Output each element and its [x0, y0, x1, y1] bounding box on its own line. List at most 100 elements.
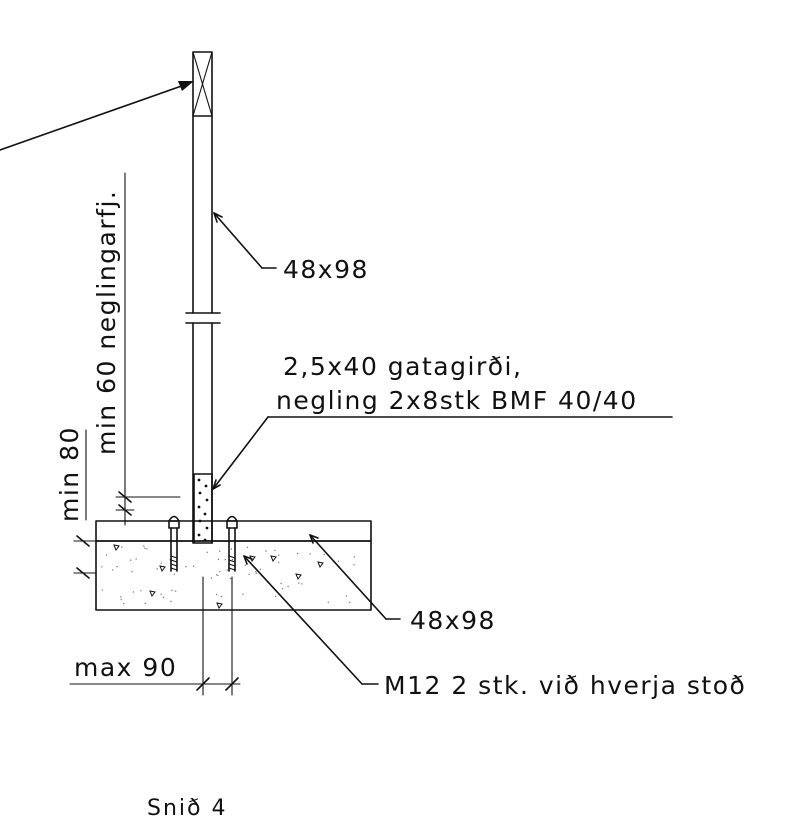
concrete-speck	[278, 561, 280, 563]
concrete-speck	[248, 573, 250, 575]
concrete-speck	[143, 545, 145, 547]
concrete-speck	[353, 564, 355, 566]
concrete-speck	[131, 571, 133, 573]
concrete-aggregate	[317, 561, 324, 569]
concrete-speck	[105, 554, 108, 556]
sill-size-label: 48x98	[410, 606, 496, 635]
concrete-speck	[323, 553, 325, 556]
concrete-speck	[121, 546, 123, 548]
concrete-speck	[146, 548, 148, 550]
concrete-speck	[132, 591, 134, 593]
hanger-leader	[212, 416, 673, 490]
concrete-speck	[156, 568, 158, 570]
plate-dot	[197, 533, 201, 537]
concrete-speck	[230, 548, 233, 550]
bolt-note-label: M12 2 stk. við hverja stoð	[384, 671, 746, 700]
concrete-speck	[301, 583, 303, 585]
concrete-speck	[349, 601, 351, 603]
concrete-speck	[120, 596, 122, 598]
concrete-speck	[274, 595, 277, 598]
dim-ticks-sill	[73, 491, 181, 579]
plate-dot	[197, 505, 201, 509]
concrete-speck	[220, 595, 223, 598]
concrete-aggregate	[113, 544, 120, 552]
concrete-speck	[173, 573, 176, 575]
concrete-speck	[144, 602, 146, 604]
concrete-speck	[229, 577, 232, 580]
concrete-speck	[130, 559, 132, 561]
concrete-speck	[210, 577, 213, 579]
concrete-speck	[345, 595, 348, 597]
wooden-post	[185, 51, 221, 544]
concrete-speck	[259, 568, 262, 570]
concrete-speck	[244, 564, 247, 566]
concrete-speck	[242, 593, 244, 595]
concrete-speck	[226, 569, 228, 571]
dim-max90-label: max 90	[74, 653, 177, 682]
concrete-speck	[192, 565, 195, 567]
plate-dot	[205, 526, 209, 530]
nailing-plate	[193, 473, 213, 544]
plate-dot	[197, 478, 201, 482]
anchor-bolt-left	[167, 515, 181, 572]
hanger-label-line1: 2,5x40 gatagirði,	[283, 352, 522, 381]
dim-max90	[69, 576, 241, 696]
concrete-speck	[101, 566, 103, 568]
section-caption: Snið 4	[147, 796, 227, 821]
concrete-speck	[160, 593, 162, 595]
concrete-speck	[287, 585, 289, 588]
concrete-foundation	[95, 540, 372, 611]
concrete-speck	[265, 550, 267, 552]
post-size-label: 48x98	[283, 255, 369, 284]
sill-size-leader	[309, 534, 401, 620]
concrete-speck	[120, 599, 122, 601]
concrete-speck	[101, 589, 103, 591]
concrete-speck	[219, 550, 221, 552]
concrete-speck	[296, 552, 299, 555]
concrete-speck	[140, 590, 142, 592]
concrete-speck	[112, 569, 114, 571]
concrete-speck	[298, 582, 300, 584]
hanger-label-line2: negling 2x8stk BMF 40/40	[276, 386, 638, 415]
concrete-speck	[281, 588, 284, 590]
concrete-speck	[217, 574, 219, 577]
sill-beam	[95, 520, 372, 542]
concrete-speck	[255, 572, 257, 574]
concrete-speck	[123, 602, 125, 605]
concrete-speck	[215, 574, 218, 576]
post-size-leader	[213, 212, 277, 269]
plate-dot	[198, 491, 202, 495]
concrete-speck	[135, 558, 137, 560]
concrete-speck	[224, 559, 226, 561]
concrete-speck	[160, 562, 162, 564]
concrete-speck	[219, 570, 221, 573]
anchor-bolt-right	[225, 515, 239, 572]
concrete-aggregate	[149, 590, 156, 598]
concrete-speck	[278, 554, 280, 556]
concrete-aggregate	[216, 602, 223, 610]
concrete-speck	[162, 596, 165, 598]
plate-dot	[205, 498, 209, 502]
concrete-speck	[144, 547, 146, 549]
concrete-speck	[309, 553, 311, 555]
concrete-aggregate	[270, 555, 277, 563]
concrete-speck	[353, 556, 355, 558]
dim-min80-label: min 80	[55, 426, 84, 522]
concrete-speck	[217, 558, 220, 561]
concrete-speck	[116, 565, 118, 568]
plate-dot	[204, 484, 208, 488]
concrete-aggregate	[159, 565, 166, 573]
dim-min60-label: min 60 neglingarfj.	[92, 190, 121, 455]
concrete-speck	[170, 600, 172, 603]
concrete-speck	[274, 549, 276, 552]
concrete-speck	[171, 589, 173, 592]
concrete-speck	[280, 582, 282, 585]
concrete-speck	[255, 570, 257, 573]
concrete-speck	[216, 593, 218, 596]
concrete-speck	[246, 546, 249, 549]
concrete-speck	[231, 558, 234, 561]
concrete-speck	[206, 551, 208, 553]
plate-dot	[203, 512, 207, 516]
concrete-aggregate	[295, 573, 302, 581]
